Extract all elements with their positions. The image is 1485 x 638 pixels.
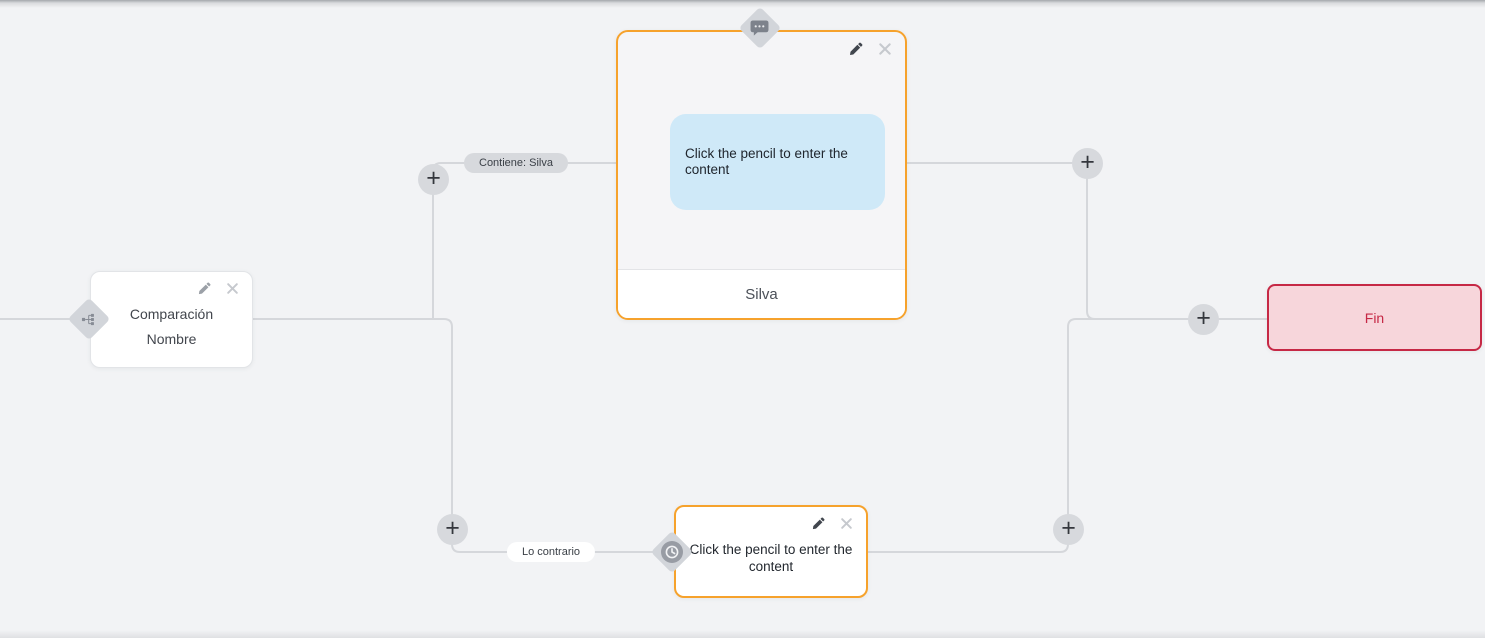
branch-icon [81,312,96,327]
add-step-button-wait-out[interactable]: + [1053,514,1084,545]
condition-title-line2: Nombre [146,330,197,347]
add-step-button-branch-top[interactable]: + [418,164,449,195]
wait-node[interactable]: Click the pencil to enter the content [674,505,868,598]
end-node[interactable]: Fin [1267,284,1482,351]
add-step-button-branch-bottom[interactable]: + [437,514,468,545]
clock-icon [660,540,684,564]
edge-label-contains[interactable]: Contiene: Silva [464,153,568,173]
message-bubble: Click the pencil to enter the content [670,114,885,210]
canvas-top-shadow [0,0,1485,8]
close-icon[interactable] [226,282,239,295]
close-icon[interactable] [878,42,892,56]
end-node-label: Fin [1364,309,1385,326]
message-icon [750,20,769,37]
edit-pencil-icon[interactable] [848,41,864,57]
close-icon[interactable] [840,517,853,530]
add-step-button-message-out[interactable]: + [1072,148,1103,179]
message-node[interactable]: Click the pencil to enter the content Si… [616,30,907,320]
edit-pencil-icon[interactable] [197,281,212,296]
message-body: Click the pencil to enter the content [618,32,905,269]
condition-title-line1: Comparación [129,305,214,322]
message-footer-label: Silva [618,269,905,318]
edit-pencil-icon[interactable] [811,516,826,531]
condition-node[interactable]: Comparación Nombre [90,271,253,368]
message-placeholder-text: Click the pencil to enter the content [685,145,848,178]
canvas-bottom-edge [0,630,1485,638]
wait-placeholder-text: Click the pencil to enter the content [689,542,853,574]
edge-label-otherwise[interactable]: Lo contrario [506,542,596,562]
add-step-button-before-end[interactable]: + [1188,304,1219,335]
